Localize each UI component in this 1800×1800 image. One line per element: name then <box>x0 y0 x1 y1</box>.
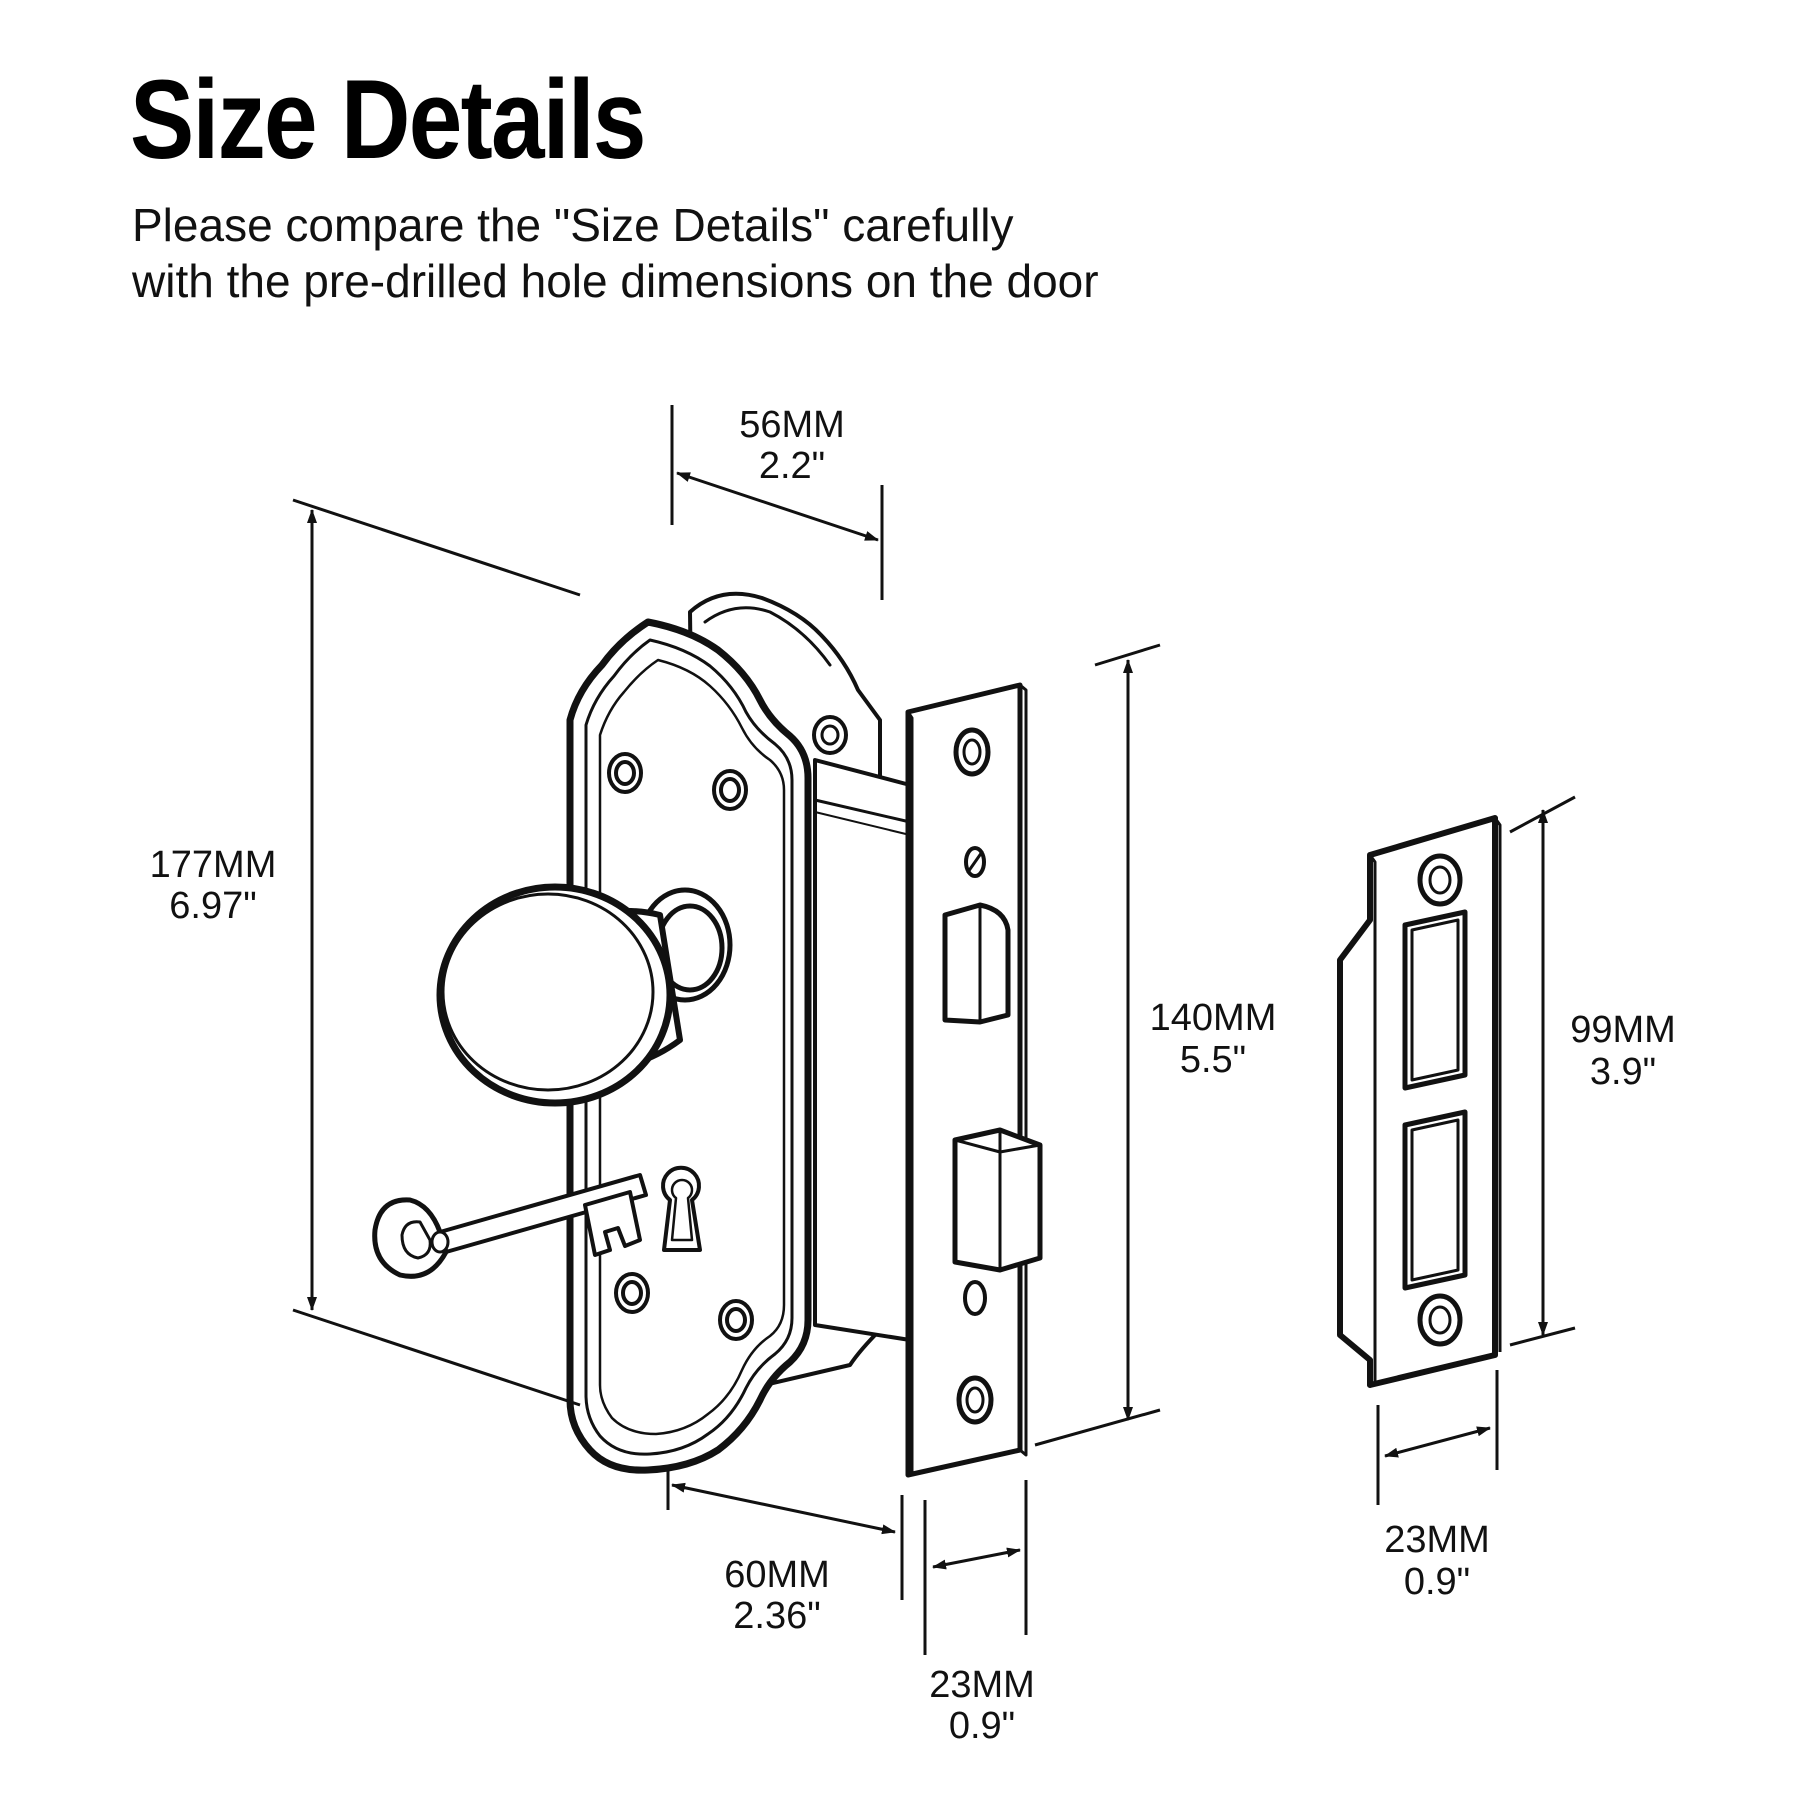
dim-140mm-label: 140MM <box>1150 997 1277 1039</box>
subtitle-line-2: with the pre-drilled hole dimensions on … <box>132 255 1099 307</box>
dimension-backplate-depth: 56MM 2.2" <box>670 404 884 600</box>
lock-faceplate <box>905 682 1043 1478</box>
dim-2-2in-label: 2.2" <box>759 445 825 487</box>
latch-bolt <box>942 902 1011 1025</box>
backplate-screw-holes <box>607 752 754 1341</box>
page-subtitle: Please compare the "Size Details" carefu… <box>132 197 1099 309</box>
skeleton-key <box>372 1173 648 1279</box>
dim-23mm-faceplate-label: 23MM <box>929 1664 1035 1706</box>
dim-0-9in-faceplate-label: 0.9" <box>949 1705 1015 1747</box>
dim-6-97in-label: 6.97" <box>169 885 256 927</box>
strike-latch-opening <box>1402 909 1468 1091</box>
dimension-strike-height: 99MM 3.9" <box>1509 795 1676 1347</box>
dimension-backplate-height: 177MM 6.97" <box>150 498 581 1407</box>
dim-60mm-label: 60MM <box>724 1554 830 1596</box>
subtitle-line-1: Please compare the "Size Details" carefu… <box>132 199 1014 251</box>
mortise-lock-illustration <box>372 591 1043 1478</box>
strike-bolt-opening <box>1402 1109 1468 1291</box>
dim-56mm-label: 56MM <box>739 404 845 446</box>
dim-3-9in-label: 3.9" <box>1590 1051 1656 1093</box>
dim-2-36in-label: 2.36" <box>733 1595 820 1637</box>
dim-0-9in-strike-label: 0.9" <box>1404 1561 1470 1603</box>
dimension-strike-width: 23MM 0.9" <box>1376 1370 1499 1603</box>
page-title: Size Details <box>130 57 646 182</box>
dim-99mm-label: 99MM <box>1570 1009 1676 1051</box>
dim-23mm-strike-label: 23MM <box>1384 1519 1490 1561</box>
dim-5-5in-label: 5.5" <box>1180 1039 1246 1081</box>
lock-case <box>813 758 912 1342</box>
dim-177mm-label: 177MM <box>150 844 277 886</box>
strike-plate-illustration <box>1337 815 1502 1388</box>
door-knob <box>436 883 674 1107</box>
dimension-faceplate-height: 140MM 5.5" <box>1034 643 1277 1447</box>
dimension-faceplate-width: 23MM 0.9" <box>923 1480 1035 1747</box>
dimension-backset: 60MM 2.36" <box>666 1465 904 1637</box>
